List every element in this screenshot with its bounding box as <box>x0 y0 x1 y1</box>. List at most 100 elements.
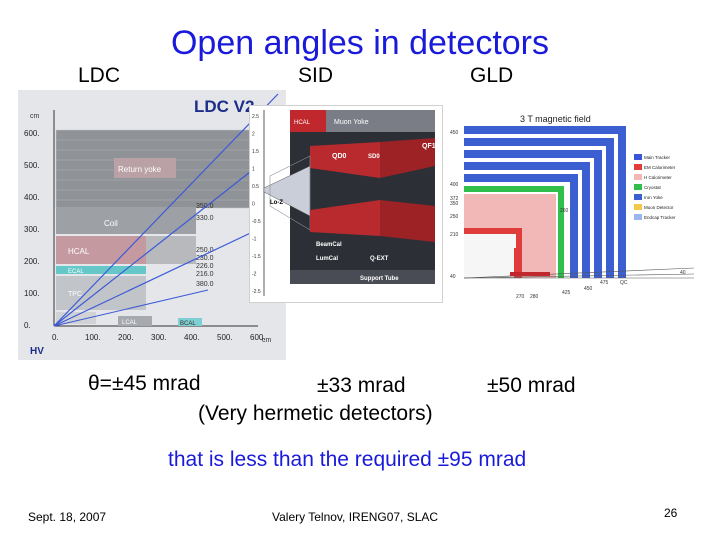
sid-figure: 2.5 2 1.5 1 0.5 0 -0.5 -1 -1.5 -2 -2.5 HCAL Muon Y… <box>249 105 443 303</box>
sid-y-tick: -2.5 <box>252 289 261 295</box>
ldc-x-tick: 500. <box>217 333 233 342</box>
gld-legend-swatch <box>634 174 642 180</box>
gld-dim-label: 280 <box>530 294 539 300</box>
sid-hcal-label: HCAL <box>294 120 311 126</box>
sid-y-tick: 2 <box>252 132 255 138</box>
sid-y-tick: 2.5 <box>252 114 259 120</box>
ldc-y-tick: 600. <box>24 129 40 138</box>
gld-dim-label: 450 <box>584 286 593 292</box>
sid-y-tick: 1.5 <box>252 149 259 155</box>
hcal-label: HCAL <box>68 247 90 256</box>
gld-dim-label: 40 <box>680 270 686 276</box>
ldc-radius-label: 350.0 <box>196 203 214 210</box>
ldc-x-tick: 100. <box>85 333 101 342</box>
ldc-diagram: LDC V2 cm 600. 500. 400. 300. 200. 100. 0. 0. 1… <box>18 90 286 360</box>
ldc-radius-label: 226.0 <box>196 263 214 270</box>
ldc-x-unit: cm <box>262 337 272 344</box>
ldc-label: LDC <box>78 64 121 87</box>
sid-y-tick: -0.5 <box>252 219 261 225</box>
gld-legend-swatch <box>634 194 642 200</box>
ldc-radius-label: 230.0 <box>196 255 214 262</box>
ldc-y-tick: 100. <box>24 289 40 298</box>
ldc-y-tick: 300. <box>24 225 40 234</box>
ldc-x-tick: 300. <box>151 333 167 342</box>
footer-date: Sept. 18, 2007 <box>28 510 107 524</box>
page-number: 26 <box>664 506 678 520</box>
ldc-radius-label: 380.0 <box>196 281 214 288</box>
sd0-label: SD0 <box>368 154 380 160</box>
muon-yoke-label: Muon Yoke <box>334 119 369 126</box>
gld-legend-item: H Calorimeter <box>644 175 672 180</box>
gld-legend-item: Endcap Tracker <box>644 215 676 220</box>
sid-y-tick: 0 <box>252 202 255 208</box>
sid-diagram: 2.5 2 1.5 1 0.5 0 -0.5 -1 -1.5 -2 -2.5 HCAL Muon Y… <box>250 106 442 302</box>
loz-label: Lo-Z <box>270 200 283 206</box>
gld-legend-item: Iron Yoke <box>644 195 663 200</box>
gld-dim-label: 40 <box>450 274 456 280</box>
ldc-figure: LDC V2 cm 600. 500. 400. 300. 200. 100. 0. 0. 1… <box>18 90 286 360</box>
sid-y-tick: -1.5 <box>252 254 261 260</box>
gld-legend-swatch <box>634 214 642 220</box>
gld-dim-label: 350 <box>450 201 459 207</box>
gld-legend-swatch <box>634 154 642 160</box>
slide-title: Open angles in detectors <box>170 24 550 62</box>
ldc-y-tick: 0. <box>24 321 31 330</box>
ldc-radius-label: 330.0 <box>196 215 214 222</box>
sid-y-tick: 0.5 <box>252 184 259 190</box>
tpc-label: TPC <box>68 291 82 298</box>
ldc-x-tick: 0. <box>52 333 59 342</box>
ldc-y-tick: 200. <box>24 257 40 266</box>
ldc-x-tick: 600. <box>250 333 266 342</box>
gld-dim-label: 210 <box>450 232 459 238</box>
qf1-label: QF1 <box>422 143 436 150</box>
hermetic-remark: (Very hermetic detectors) <box>198 402 433 425</box>
conclusion-text: that is less than the required ±95 mrad <box>168 448 527 471</box>
ldc-x-tick: 200. <box>118 333 134 342</box>
gld-dim-label: 450 <box>450 130 459 136</box>
qd0-label: QD0 <box>332 153 347 160</box>
gld-dim-label: 475 <box>600 280 609 286</box>
gld-label: GLD <box>470 64 514 87</box>
gld-figure: 3 T magnetic field Main Tracker EM Calori… <box>444 108 700 301</box>
sid-angle: ±33 mrad <box>317 374 406 397</box>
gld-legend-swatch <box>634 184 642 190</box>
ldc-y-tick: 400. <box>24 193 40 202</box>
sid-y-tick: -2 <box>252 272 257 278</box>
bcal-label: BCAL <box>180 321 196 327</box>
gld-dim-label: 425 <box>562 290 571 296</box>
beamcal-label: BeamCal <box>316 242 342 248</box>
gld-angle: ±50 mrad <box>487 374 576 397</box>
return-yoke-label: Return yoke <box>118 165 162 174</box>
gld-diagram: 3 T magnetic field Main Tracker EM Calori… <box>444 108 700 301</box>
gld-legend-item: Main Tracker <box>644 155 671 160</box>
gld-legend-swatch <box>634 204 642 210</box>
gld-dim-label: 270 <box>516 294 525 300</box>
coil-label: Coil <box>104 219 118 228</box>
ldc-radius-label: 216.0 <box>196 271 214 278</box>
gld-dim-label: 250 <box>450 214 459 220</box>
gld-dim-label: 400 <box>450 182 459 188</box>
gld-dim-label: 372 <box>450 196 459 202</box>
ldc-y-unit: cm <box>30 113 40 120</box>
ldc-y-tick: 500. <box>24 161 40 170</box>
ecal-label: ECAL <box>68 269 84 275</box>
lcal-label: LCAL <box>122 320 138 326</box>
support-tube-label: Support Tube <box>360 276 399 282</box>
gld-legend-item: Cryostat <box>644 185 662 190</box>
sid-label: SID <box>298 64 334 87</box>
ldc-x-tick: 400. <box>184 333 200 342</box>
gld-dim-label: 260 <box>560 208 569 214</box>
gld-legend-swatch <box>634 164 642 170</box>
gld-figure-title: 3 T magnetic field <box>520 114 591 124</box>
qext-label: Q-EXT <box>370 256 389 262</box>
hv-label: HV <box>30 346 44 357</box>
gld-dim-label: QC <box>620 280 628 286</box>
footer-author: Valery Telnov, IRENG07, SLAC <box>272 510 439 524</box>
ldc-angle: θ=±45 mrad <box>88 372 201 395</box>
gld-legend-item: EM Calorimeter <box>644 165 676 170</box>
gld-legend-item: Muon Detector <box>644 205 674 210</box>
ldc-radius-label: 250.0 <box>196 247 214 254</box>
sid-y-tick: -1 <box>252 237 257 243</box>
sid-y-tick: 1 <box>252 167 255 173</box>
ldc-figure-title: LDC V2 <box>194 97 254 116</box>
